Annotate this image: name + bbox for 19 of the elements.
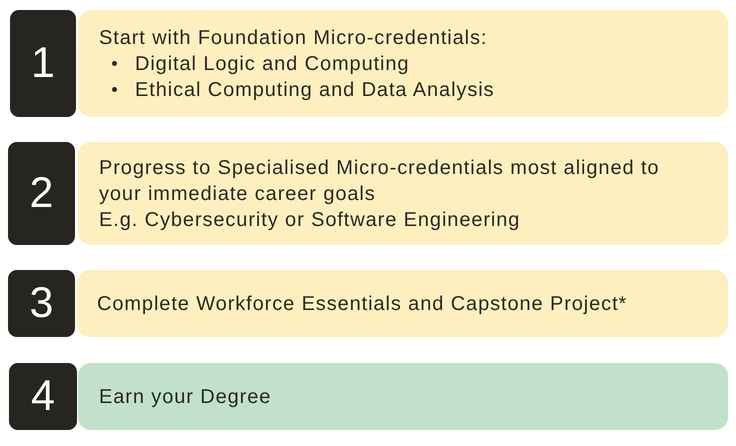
step-text: Complete Workforce Essentials and Capstone Project* [97,292,628,316]
number-tile [8,270,75,337]
example-text: E.g. Cybersecurity or Software Engineering [99,208,520,232]
number-tile [9,363,77,430]
step-number: 2 [30,172,54,215]
step-card [78,363,728,430]
step-card [78,10,728,117]
step-text: Earn your Degree [99,384,272,410]
step-number: 3 [30,282,54,325]
step-text: Progress to Specialised Micro-credentials most aligned to your immediate career goals [99,156,660,206]
number-tile [8,142,75,245]
step-heading: Start with Foundation Micro-credentials: [99,26,488,50]
number-tile [10,10,76,117]
step-number: 1 [31,42,55,85]
list-item: Digital Logic and Computing [135,52,410,76]
step-number: 4 [31,375,55,418]
step-card [77,270,728,337]
list-item: Ethical Computing and Data Analysis [135,78,494,102]
step-card [78,142,728,245]
